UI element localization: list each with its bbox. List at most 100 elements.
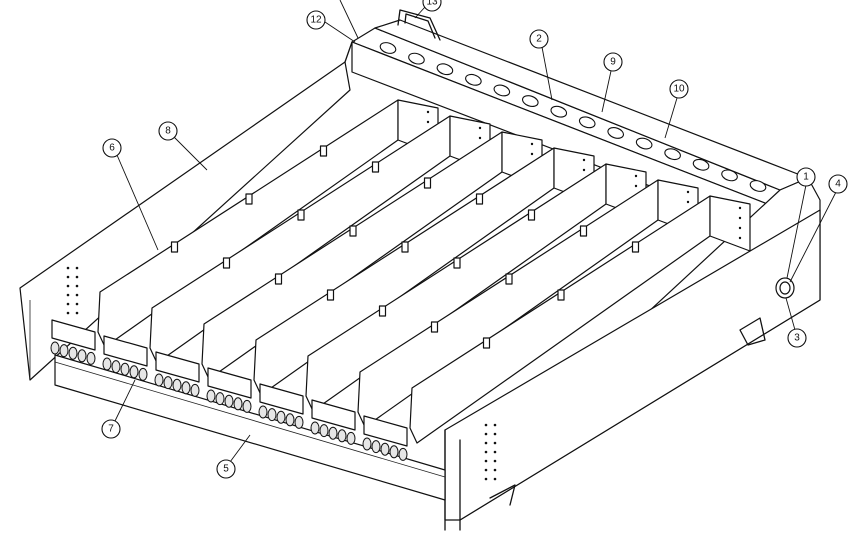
roller-pusher <box>206 367 252 413</box>
mount-hole <box>66 266 70 270</box>
callout-8: 8 <box>158 121 208 171</box>
mount-hole <box>66 284 70 288</box>
roller <box>294 415 304 429</box>
roller-hole <box>749 180 767 192</box>
roller-pusher <box>362 415 408 461</box>
roller <box>371 440 381 454</box>
roller-hole <box>436 63 454 76</box>
roller <box>154 373 164 387</box>
callout-label: 6 <box>109 143 115 154</box>
mount-hole <box>75 293 79 297</box>
roller <box>138 367 148 381</box>
divider-clip <box>297 209 305 221</box>
callout-4: 4 <box>789 174 848 283</box>
divider-clip <box>401 241 409 253</box>
roller <box>276 410 286 424</box>
mount-hole <box>484 468 488 472</box>
roller <box>258 405 268 419</box>
callout-5: 5 <box>216 434 251 479</box>
callout-6: 6 <box>102 138 159 251</box>
roller <box>190 383 200 397</box>
roller <box>206 389 216 403</box>
callout-label: 13 <box>426 0 438 8</box>
divider-clip <box>371 161 380 173</box>
roller <box>102 357 112 371</box>
roller <box>380 442 390 456</box>
roller-pusher <box>310 399 356 445</box>
callout-3: 3 <box>785 297 807 348</box>
divider-clip <box>423 177 432 189</box>
roller-hole <box>521 95 539 107</box>
callout-label: 3 <box>794 333 800 344</box>
roller <box>111 360 121 374</box>
roller-hole <box>692 158 710 171</box>
callout-label: 1 <box>803 172 809 183</box>
roller-hole <box>550 105 568 118</box>
mount-hole <box>493 459 497 463</box>
divider-clip <box>631 241 640 253</box>
roller-pusher <box>50 319 96 365</box>
lane-dividers <box>97 99 751 444</box>
roller <box>328 426 338 440</box>
divider-clip <box>527 209 536 221</box>
divider-clip <box>319 145 328 157</box>
mount-hole <box>484 450 488 454</box>
divider-clip <box>349 225 357 237</box>
callout-10: 10 <box>664 79 689 139</box>
roller <box>163 376 173 390</box>
roller <box>233 397 243 411</box>
divider-clip <box>579 225 588 237</box>
divider-clip <box>378 305 387 317</box>
divider-clip <box>274 273 283 285</box>
mount-hole <box>75 311 79 315</box>
roller-hole <box>408 52 425 65</box>
callout-label: 5 <box>223 464 229 475</box>
roller-hole <box>578 116 596 129</box>
lane-divider <box>149 115 491 364</box>
mount-hole <box>484 423 488 427</box>
roller <box>389 445 399 459</box>
divider-clip <box>505 273 513 285</box>
callout-label: 9 <box>610 57 616 68</box>
mount-hole <box>75 275 79 279</box>
callout-label: 10 <box>673 84 685 95</box>
right-side-panel <box>444 177 821 531</box>
roller <box>77 349 87 363</box>
divider-clip <box>326 289 335 301</box>
mount-hole <box>66 311 70 315</box>
divider-clip <box>482 337 491 349</box>
mount-hole <box>484 459 488 463</box>
roller-hole <box>635 137 653 150</box>
mount-hole <box>493 432 497 436</box>
mount-hole <box>493 450 497 454</box>
divider-clip <box>475 193 484 205</box>
roller <box>224 394 234 408</box>
roller <box>59 344 69 358</box>
roller-hole <box>379 42 397 54</box>
roller-pusher <box>102 335 148 381</box>
mount-hole <box>484 477 488 481</box>
divider-clip <box>245 193 253 205</box>
callout-label: 4 <box>835 179 841 190</box>
roller <box>129 365 139 379</box>
lane-divider <box>409 195 751 444</box>
mount-hole <box>66 293 70 297</box>
mount-hole <box>66 302 70 306</box>
roller-hole <box>465 73 482 86</box>
mount-hole <box>66 275 70 279</box>
mount-hole <box>493 477 497 481</box>
callout-13: 13 <box>414 0 442 19</box>
mount-hole <box>484 441 488 445</box>
roller-hole <box>721 169 738 182</box>
callout-label: 8 <box>165 126 171 137</box>
roller-hole <box>664 148 681 161</box>
roller <box>181 381 191 395</box>
roller <box>215 392 225 406</box>
callout-7: 7 <box>101 379 136 439</box>
top-handle <box>397 9 441 41</box>
divider-clip <box>453 257 461 269</box>
mount-hole <box>75 284 79 288</box>
roller <box>242 399 252 413</box>
mount-hole <box>75 302 79 306</box>
divider-clip <box>557 289 565 301</box>
